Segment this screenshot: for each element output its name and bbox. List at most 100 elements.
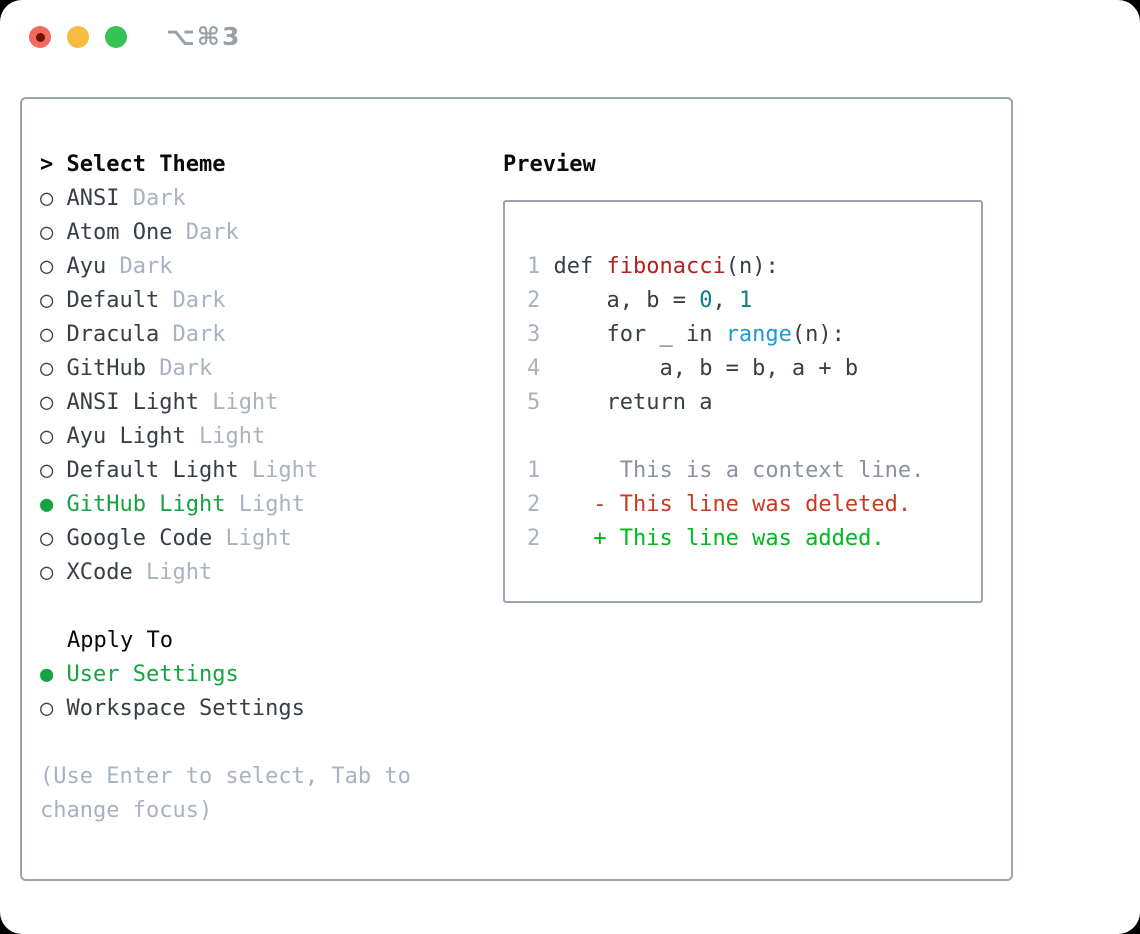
theme-option-label: ANSI Light [66,390,199,415]
apply-option-label: User Settings [66,662,239,687]
theme-variant-tag: Light [132,560,213,585]
token-lineno: 1 [527,254,554,279]
select-theme-header-label: Select Theme [66,152,226,177]
cursor-icon: > [40,152,54,177]
code-line: 5 return a [527,386,981,420]
token-number: 0 [699,288,713,313]
token-number: 1 [738,288,753,313]
apply-option-workspace-settings[interactable]: ○ Workspace Settings [40,692,411,726]
radio-selected-icon: ● [40,492,67,517]
token-added: + This line was added. [593,526,885,551]
token-code: def [553,254,607,279]
token-lineno: 2 [527,526,541,551]
radio-unselected-icon: ○ [40,390,67,415]
radio-unselected-icon: ○ [40,526,67,551]
theme-option-label: ANSI [66,186,120,211]
radio-unselected-icon: ○ [40,254,67,279]
code-line: 1 This is a context line. [527,454,981,488]
radio-unselected-icon: ○ [40,696,67,721]
theme-option-label: GitHub [66,356,146,381]
radio-unselected-icon: ○ [40,356,67,381]
token-code: a, b = b, a + b [553,356,859,381]
code-line: 2 a, b = 0, 1 [527,284,981,318]
theme-option-label: Default Light [66,458,239,483]
theme-option-label: GitHub Light [66,492,226,517]
theme-variant-tag: Dark [172,220,239,245]
close-button[interactable] [29,26,51,48]
theme-option-github-light[interactable]: ● GitHub Light Light [40,488,411,522]
code-line: 3 for _ in range(n): [527,318,981,352]
apply-option-label: Workspace Settings [66,696,305,721]
token-code: (n): [725,254,779,279]
apply-to-header: Apply To [67,628,173,653]
radio-unselected-icon: ○ [40,424,67,449]
theme-option-label: Ayu [66,254,107,279]
token-code: (n): [791,322,845,347]
token-code [540,526,593,551]
theme-variant-tag: Dark [159,288,226,313]
theme-option-label: XCode [66,560,133,585]
radio-unselected-icon: ○ [40,220,67,245]
theme-option-label: Atom One [66,220,173,245]
hint-text-line2: change focus) [40,798,213,823]
window-title: ⌥⌘3 [166,22,242,51]
theme-list: > Select Theme ○ ANSI Dark○ Atom One Dar… [40,148,411,828]
token-builtin: range [725,322,792,347]
theme-variant-tag: Light [225,492,305,517]
code-line: 4 a, b = b, a + b [527,352,981,386]
token-code: return a [553,390,713,415]
code-line: 2 + This line was added. [527,522,981,556]
theme-option-ansi[interactable]: ○ ANSI Dark [40,182,411,216]
token-context: This is a context line. [619,458,925,483]
theme-option-google-code[interactable]: ○ Google Code Light [40,522,411,556]
theme-variant-tag: Light [212,526,292,551]
apply-option-user-settings[interactable]: ● User Settings [40,658,411,692]
token-lineno: 2 [527,288,554,313]
theme-option-default[interactable]: ○ Default Dark [40,284,411,318]
token-lineno: 3 [527,322,554,347]
theme-option-label: Default [66,288,160,313]
theme-option-label: Dracula [66,322,160,347]
radio-unselected-icon: ○ [40,186,67,211]
radio-unselected-icon: ○ [40,288,67,313]
theme-variant-tag: Dark [106,254,173,279]
radio-unselected-icon: ○ [40,458,67,483]
code-line [527,420,981,454]
theme-option-github[interactable]: ○ GitHub Dark [40,352,411,386]
radio-unselected-icon: ○ [40,560,67,585]
token-code: a, b = [553,288,700,313]
theme-variant-tag: Dark [145,356,213,381]
theme-option-label: Ayu Light [66,424,186,449]
theme-option-ansi-light[interactable]: ○ ANSI Light Light [40,386,411,420]
theme-option-ayu-light[interactable]: ○ Ayu Light Light [40,420,411,454]
minimize-button[interactable] [67,26,89,48]
spacer [40,726,411,760]
code-line: 1 def fibonacci(n): [527,250,981,284]
theme-option-ayu[interactable]: ○ Ayu Dark [40,250,411,284]
token-lineno: 5 [527,390,554,415]
theme-option-label: Google Code [66,526,213,551]
theme-option-atom-one[interactable]: ○ Atom One Dark [40,216,411,250]
theme-picker-panel: > Select Theme ○ ANSI Dark○ Atom One Dar… [20,97,1013,881]
theme-option-xcode[interactable]: ○ XCode Light [40,556,411,590]
code-line: 2 - This line was deleted. [527,488,981,522]
token-code: , [712,288,739,313]
token-code [540,458,619,483]
token-deleted: - This line was deleted. [593,492,912,517]
theme-option-default-light[interactable]: ○ Default Light Light [40,454,411,488]
theme-variant-tag: Light [185,424,266,449]
theme-variant-tag: Dark [159,322,226,347]
token-lineno: 2 [527,492,541,517]
theme-variant-tag: Light [238,458,319,483]
hint-text-line1: (Use Enter to select, Tab to [40,764,411,789]
radio-selected-icon: ● [40,662,67,687]
theme-variant-tag: Dark [119,186,186,211]
token-function: fibonacci [606,254,726,279]
zoom-button[interactable] [105,26,127,48]
theme-option-dracula[interactable]: ○ Dracula Dark [40,318,411,352]
select-theme-header: > Select Theme [40,148,411,182]
theme-variant-tag: Light [198,390,279,415]
token-lineno: 4 [527,356,554,381]
token-lineno: 1 [527,458,541,483]
